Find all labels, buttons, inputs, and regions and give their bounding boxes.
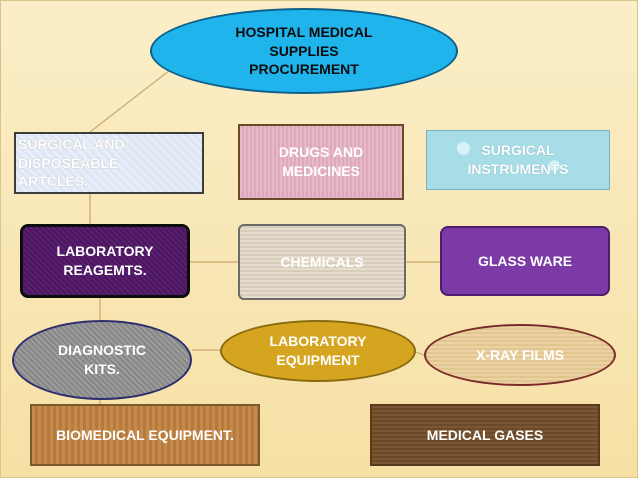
- medical-gases-label: MEDICAL GASES: [426, 426, 544, 443]
- root-line-3: PROCUREMENT: [249, 61, 359, 78]
- surgical-disposables-line-3: ARTCLES.: [18, 173, 88, 190]
- glass-ware-label: GLASS WARE: [477, 252, 573, 269]
- connector-root-to-surgical: [89, 69, 171, 133]
- node-laboratory-reagents: LABORATORY REAGEMTS.: [20, 224, 190, 298]
- lab-equipment-line-2: EQUIPMENT: [276, 352, 360, 368]
- drugs-line-2: MEDICINES: [282, 163, 360, 179]
- node-laboratory-equipment: LABORATORY EQUIPMENT: [220, 320, 416, 382]
- root-node-hospital-procurement: HOSPITAL MEDICAL SUPPLIES PROCUREMENT: [150, 8, 458, 94]
- lab-reagents-line-1: LABORATORY: [56, 243, 154, 260]
- xray-films-label: X-RAY FILMS: [476, 346, 564, 363]
- lab-equipment-line-1: LABORATORY: [269, 333, 367, 350]
- node-medical-gases: MEDICAL GASES: [370, 404, 600, 466]
- root-line-2: SUPPLIES: [269, 42, 339, 59]
- node-biomedical-equipment: BIOMEDICAL EQUIPMENT.: [30, 404, 260, 466]
- node-diagnostic-kits: DIAGNOSTIC KITS.: [12, 320, 192, 400]
- biomedical-equipment-label: BIOMEDICAL EQUIPMENT.: [56, 426, 234, 443]
- drugs-line-1: DRUGS AND: [278, 144, 364, 161]
- surgical-disposables-line-1: SURGICAL AND: [18, 135, 125, 152]
- instruments-line-2: INSTRUMENTS: [467, 161, 569, 177]
- chemicals-label: CHEMICALS: [280, 253, 364, 270]
- connector-labeq-to-xray: [415, 351, 425, 356]
- node-drugs-medicines: DRUGS AND MEDICINES: [238, 124, 404, 200]
- node-glass-ware: GLASS WARE: [440, 226, 610, 296]
- node-chemicals: CHEMICALS: [238, 224, 406, 300]
- lab-reagents-line-2: REAGEMTS.: [63, 262, 147, 278]
- node-surgical-disposables: SURGICAL AND DISPOSEABLE ARTCLES.: [14, 132, 204, 194]
- node-xray-films: X-RAY FILMS: [424, 324, 616, 386]
- root-line-1: HOSPITAL MEDICAL: [235, 23, 373, 40]
- surgical-disposables-line-2: DISPOSEABLE: [18, 154, 119, 171]
- instruments-line-1: SURGICAL: [481, 142, 555, 159]
- diagnostic-kits-line-1: DIAGNOSTIC: [58, 342, 146, 359]
- diagnostic-kits-line-2: KITS.: [84, 361, 120, 377]
- node-surgical-instruments: SURGICAL INSTRUMENTS: [426, 130, 610, 190]
